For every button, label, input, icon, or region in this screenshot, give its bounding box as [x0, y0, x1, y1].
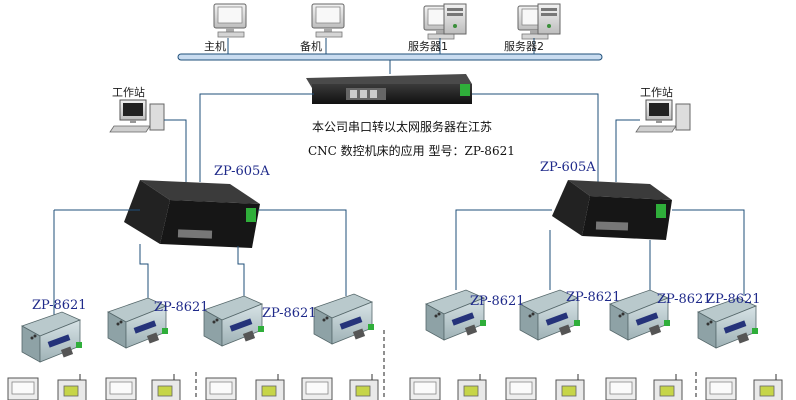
server1-icon	[423, 3, 467, 40]
device-label: ZP-8621	[32, 298, 87, 313]
backup-pc-icon	[311, 3, 345, 38]
device-zp8621-1	[21, 311, 83, 363]
right-switch-label: ZP-605A	[540, 160, 596, 175]
left-workstation-label: 工作站	[112, 86, 145, 99]
host-pc-icon	[213, 3, 247, 38]
right-switch	[552, 180, 672, 240]
device-label: ZP-8621	[706, 292, 761, 307]
right-workstation-icon	[635, 99, 691, 133]
caption-line-2: CNC 数控机床的应用 型号：ZP-8621	[308, 144, 515, 158]
left-workstation-icon	[109, 99, 165, 133]
left-switch-label: ZP-605A	[214, 164, 270, 179]
left-switch	[124, 180, 260, 248]
cnc-terminals	[7, 373, 783, 400]
server1-label: 服务器1	[408, 40, 448, 53]
server2-label: 服务器2	[504, 40, 544, 53]
caption-line-1: 本公司串口转以太网服务器在江苏	[312, 120, 493, 134]
server2-icon	[517, 3, 561, 40]
right-workstation-label: 工作站	[640, 86, 673, 99]
device-label: ZP-8621	[657, 292, 712, 307]
host-label: 主机	[204, 40, 226, 53]
device-label: ZP-8621	[262, 306, 317, 321]
network-bus	[177, 53, 603, 61]
core-switch	[306, 74, 472, 104]
device-label: ZP-8621	[154, 300, 209, 315]
device-label: ZP-8621	[470, 294, 525, 309]
device-zp8621-4	[313, 293, 375, 345]
device-label: ZP-8621	[566, 290, 621, 305]
device-zp8621-3	[203, 295, 265, 347]
backup-label: 备机	[300, 40, 322, 53]
